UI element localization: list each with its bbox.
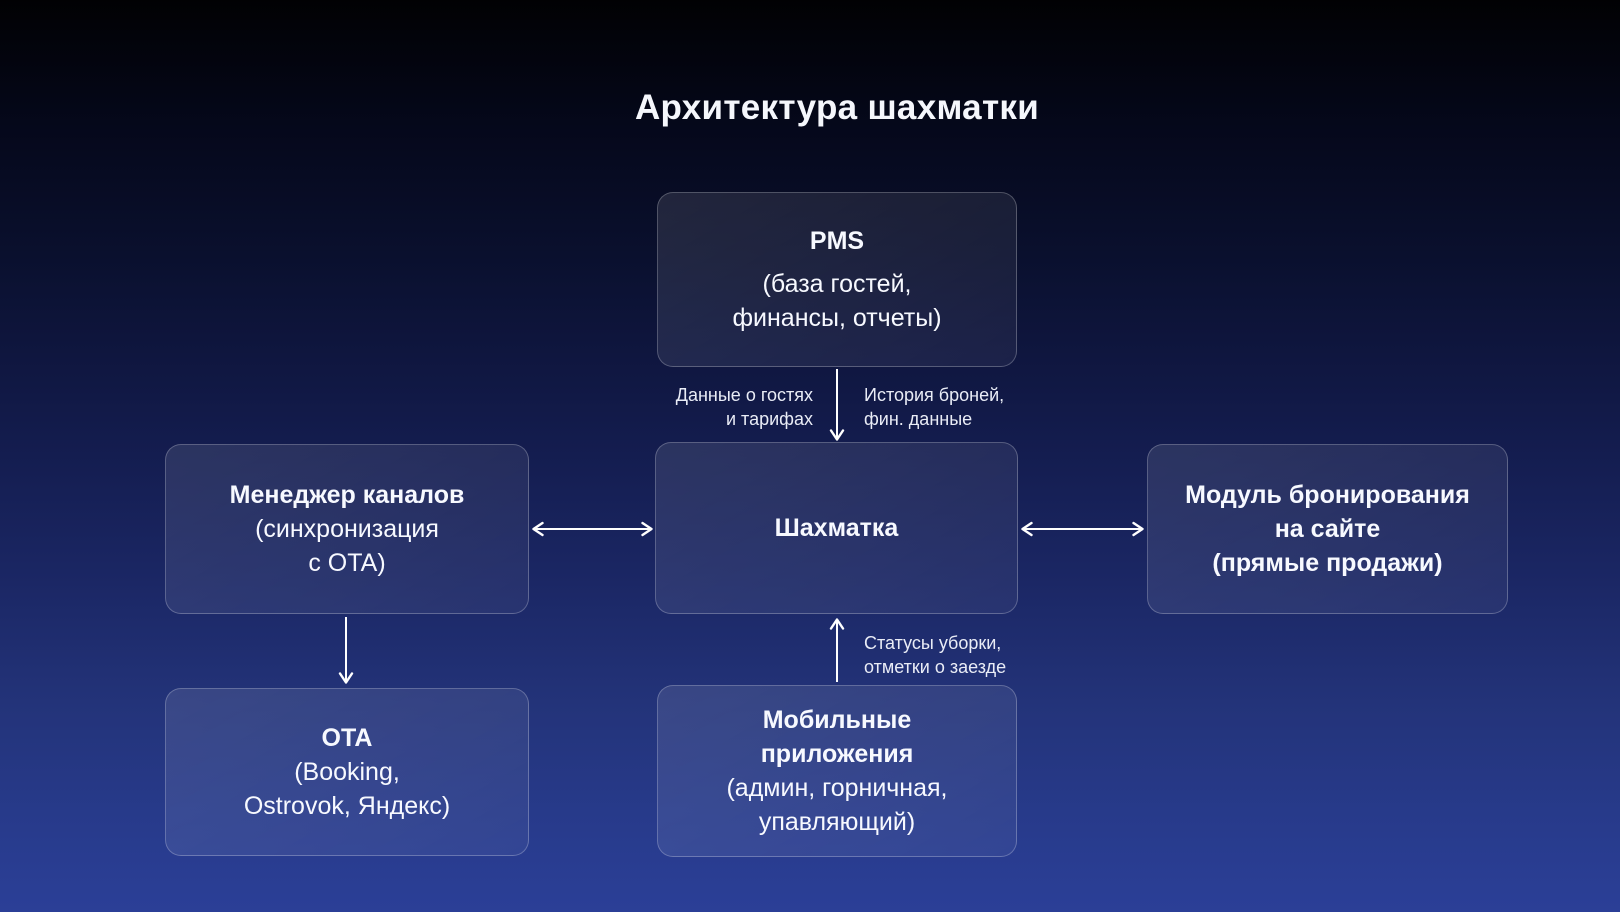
node-pms-title: PMS	[809, 227, 865, 255]
node-booking-module-title: Модуль бронирования на сайте (прямые про…	[1185, 481, 1470, 577]
node-ota-subtitle: (Booking, Ostrovok, Яндекс)	[243, 758, 451, 820]
node-channel-manager-subtitle: (синхронизация с OTA)	[255, 515, 439, 577]
node-mobile-apps-title: Мобильные приложения	[760, 706, 914, 768]
node-pms: PMS (база гостей, финансы, отчеты)	[657, 192, 1017, 367]
node-channel-manager: Менеджер каналов (синхронизация с OTA)	[165, 444, 529, 614]
node-mobile-apps-subtitle: (админ, горничная, упавляющий)	[726, 774, 948, 836]
edge-label-cleaning-statuses: Статусы уборки, отметки о заезде	[864, 633, 1007, 677]
node-ota-title: OTA	[321, 724, 373, 752]
node-chessboard-title: Шахматка	[774, 514, 899, 542]
node-chessboard: Шахматка	[655, 442, 1018, 614]
node-pms-subtitle: (база гостей, финансы, отчеты)	[732, 270, 942, 332]
page-title: Архитектура шахматки	[634, 88, 1040, 127]
node-booking-module: Модуль бронирования на сайте (прямые про…	[1147, 444, 1508, 614]
node-mobile-apps: Мобильные приложения (админ, горничная, …	[657, 685, 1017, 857]
node-channel-manager-title: Менеджер каналов	[229, 481, 465, 509]
node-ota: OTA (Booking, Ostrovok, Яндекс)	[165, 688, 529, 856]
edge-label-booking-history: История броней, фин. данные	[864, 385, 1005, 429]
edge-label-guest-data: Данные о гостях и тарифах	[675, 385, 813, 429]
